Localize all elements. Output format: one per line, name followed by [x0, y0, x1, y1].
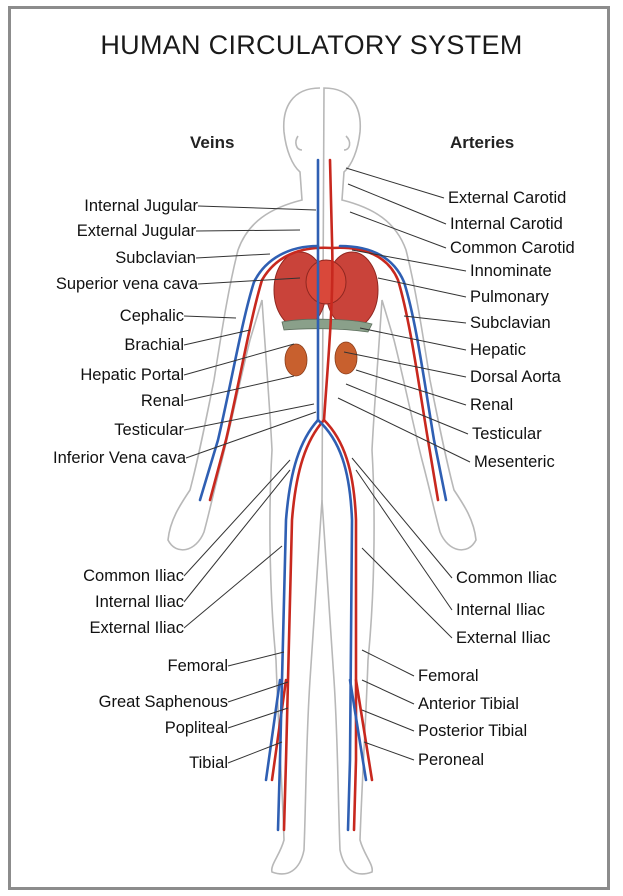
label-internal-iliac-artery: Internal Iliac	[456, 601, 545, 619]
label-innominate: Innominate	[470, 262, 552, 280]
label-internal-carotid: Internal Carotid	[450, 215, 563, 233]
label-superior-vena-cava: Superior vena cava	[56, 275, 198, 293]
label-subclavian-artery: Subclavian	[470, 314, 551, 332]
label-internal-jugular: Internal Jugular	[84, 197, 198, 215]
label-cephalic: Cephalic	[120, 307, 184, 325]
label-femoral-vein: Femoral	[167, 657, 228, 675]
label-internal-iliac-vein: Internal Iliac	[95, 593, 184, 611]
label-popliteal: Popliteal	[165, 719, 228, 737]
label-testicular-vein: Testicular	[114, 421, 184, 439]
label-tibial: Tibial	[189, 754, 228, 772]
label-anterior-tibial: Anterior Tibial	[418, 695, 519, 713]
label-hepatic-portal: Hepatic Portal	[80, 366, 184, 384]
label-mesenteric: Mesenteric	[474, 453, 555, 471]
label-renal-vein: Renal	[141, 392, 184, 410]
label-external-carotid: External Carotid	[448, 189, 566, 207]
label-great-saphenous: Great Saphenous	[99, 693, 228, 711]
label-testicular-artery: Testicular	[472, 425, 542, 443]
label-brachial: Brachial	[124, 336, 184, 354]
label-common-iliac-artery: Common Iliac	[456, 569, 557, 587]
label-renal-artery: Renal	[470, 396, 513, 414]
label-common-carotid: Common Carotid	[450, 239, 575, 257]
label-external-iliac-vein: External Iliac	[90, 619, 184, 637]
label-peroneal: Peroneal	[418, 751, 484, 769]
label-subclavian-vein: Subclavian	[115, 249, 196, 267]
label-common-iliac-vein: Common Iliac	[83, 567, 184, 585]
label-external-iliac-artery: External Iliac	[456, 629, 550, 647]
label-dorsal-aorta: Dorsal Aorta	[470, 368, 561, 386]
label-inferior-vena-cava: Inferior Vena cava	[53, 449, 186, 467]
label-pulmonary: Pulmonary	[470, 288, 549, 306]
label-external-jugular: External Jugular	[77, 222, 196, 240]
organs	[274, 252, 378, 376]
label-hepatic-artery: Hepatic	[470, 341, 526, 359]
label-posterior-tibial: Posterior Tibial	[418, 722, 527, 740]
label-femoral-artery: Femoral	[418, 667, 479, 685]
